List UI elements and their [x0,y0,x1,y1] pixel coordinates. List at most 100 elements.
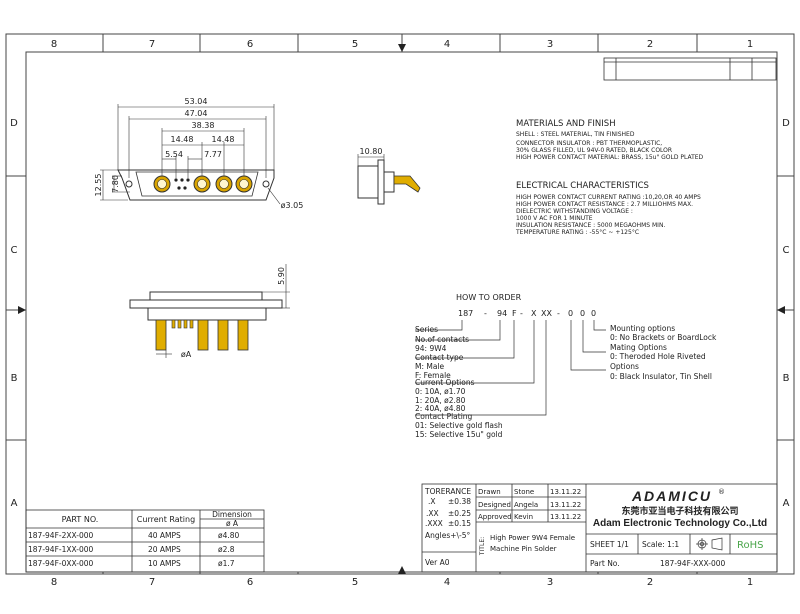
dim-12-55: 12.55 [94,174,103,197]
zone-col-8: 8 [51,39,57,50]
tol-xx-val: ±0.25 [448,509,471,518]
order-title: HOW TO ORDER [456,293,522,302]
order-code-f: F [512,309,517,318]
electrical-line-5: INSULATION RESISTANCE : 5000 MEGAOHMS MI… [516,222,665,229]
tol-xxx-val: ±0.15 [448,519,471,528]
materials-line-3: 30% GLASS FILLED, UL 94V-0 RATED, BLACK … [516,147,672,154]
parts-row-3-current: 10 AMPS [148,559,181,568]
order-left-7: Current Options [415,378,475,387]
order-left-4: Contact type [415,353,464,362]
order-code-187: 187 [458,309,473,318]
zone-col-4: 4 [444,39,450,50]
projection-symbol-icon [696,537,723,551]
zone-row-d: D [10,118,18,129]
order-code-x: X [531,309,537,318]
zone-col-1: 1 [747,39,753,50]
zone-col-7: 7 [149,39,155,50]
order-code-0a: 0 [568,309,573,318]
sign-drawn-date: 13.11.22 [550,488,581,496]
parts-table: PART NO. Current Rating Dimension ø A 18… [25,509,265,573]
title-line-1: High Power 9W4 Female [490,534,575,542]
zone-col-6-bottom: 6 [247,577,253,588]
sign-drawn-label: Drawn [478,488,501,496]
zone-row-b-right: B [783,373,790,384]
version: Ver A0 [425,558,450,567]
zone-row-a: A [11,498,18,509]
part-no-value: 187-94F-XXX-000 [660,559,726,568]
parts-row-2-current: 20 AMPS [148,545,181,554]
center-mark-top [398,44,406,52]
signal-contacts [174,178,190,190]
dim-10-80: 10.80 [360,147,383,156]
materials-title: MATERIALS AND FINISH [516,119,616,129]
parts-header-phi-a: ø A [226,519,239,528]
order-right-4: 0: Theroded Hole Riveted [610,352,706,361]
order-left-5: M: Male [415,362,445,371]
tol-x-val: ±0.38 [448,497,471,506]
zone-row-b: B [11,373,18,384]
zone-row-c-right: C [783,245,790,256]
sign-approved-label: Approved [478,513,512,521]
order-left-3: 94: 9W4 [415,344,447,353]
dim-14-48-b: 14.48 [212,135,235,144]
zone-row-c: C [11,245,18,256]
dim-14-48-a: 14.48 [171,135,194,144]
zone-col-5-bottom: 5 [352,577,358,588]
sign-designed-label: Designed [478,501,511,509]
electrical-line-6: TEMPERATURE RATING : -55°C ~ +125°C [515,229,639,236]
sign-designed-date: 13.11.22 [550,501,581,509]
zone-col-7-bottom: 7 [149,577,155,588]
dim-5-90: 5.90 [277,267,286,285]
how-to-order: HOW TO ORDER 187 - 94 F - X XX - 0 0 0 S… [415,293,717,439]
bottom-view: 5.90 øA [129,264,290,359]
sign-approved-name: Kevin [514,513,533,521]
electrical-title: ELECTRICAL CHARACTERISTICS [516,181,649,191]
order-right-3: Mating Options [610,343,667,352]
zone-col-2: 2 [647,39,653,50]
company-en: Adam Electronic Technology Co.,Ltd [593,518,767,529]
zone-row-a-right: A [783,498,790,509]
sign-drawn-name: Stone [514,488,534,496]
tol-x: .X [428,497,436,506]
tol-xxx: .XXX [425,519,443,528]
order-right-2: 0: No Brackets or BoardLock [610,333,717,342]
order-code-xx: XX [541,309,552,318]
tol-xx: .XX [426,509,439,518]
title-line-2: Machine Pin Solder [490,545,557,553]
title-block: TORERANCE .X ±0.38 .XX ±0.25 .XXX ±0.15 … [421,483,778,573]
electrical-line-2: HIGH POWER CONTACT RESISTANCE : 2.7 MILL… [516,201,693,208]
parts-row-1-current: 40 AMPS [148,531,181,540]
zone-col-8-bottom: 8 [51,577,57,588]
company-cn: 东莞市亚当电子科技有限公司 [621,505,738,517]
order-code-dash-3: - [557,309,560,318]
order-leader-lines [415,320,606,416]
sheet-number: SHEET 1/1 [590,540,629,549]
order-code-dash-1: - [484,309,487,318]
order-right-5: Options [610,362,639,371]
dim-hole: ø3.05 [281,201,304,210]
dim-53-04: 53.04 [185,97,208,106]
order-left-12: 01: Selective gold flash [415,421,503,430]
dim-7-77: 7.77 [204,150,222,159]
zone-col-6: 6 [247,39,253,50]
tol-angles: Angles+\-5° [425,531,471,540]
materials-section: MATERIALS AND FINISH SHELL : STEEL MATER… [516,119,704,161]
zone-row-d-right: D [782,118,790,129]
center-mark-right [777,306,785,314]
order-left-13: 15: Selective 15u" gold [415,430,503,439]
dim-pin-a: øA [181,350,192,359]
dim-47-04: 47.04 [185,109,208,118]
order-left-9: 1: 20A, ø2.80 [415,396,466,405]
parts-header-partno: PART NO. [62,515,99,524]
order-code-0b: 0 [580,309,585,318]
parts-row-1-dim: ø4.80 [218,531,240,540]
parts-row-2-dim: ø2.8 [218,545,235,554]
sign-approved-date: 13.11.22 [550,513,581,521]
order-code-0c: 0 [591,309,596,318]
revision-block [603,57,777,81]
electrical-line-1: HIGH POWER CONTACT CURRENT RATING :10,20… [516,194,701,201]
mount-hole-right [262,180,270,188]
order-code-dash-2: - [520,309,523,318]
parts-row-1-partno: 187-94F-2XX-000 [28,531,94,540]
